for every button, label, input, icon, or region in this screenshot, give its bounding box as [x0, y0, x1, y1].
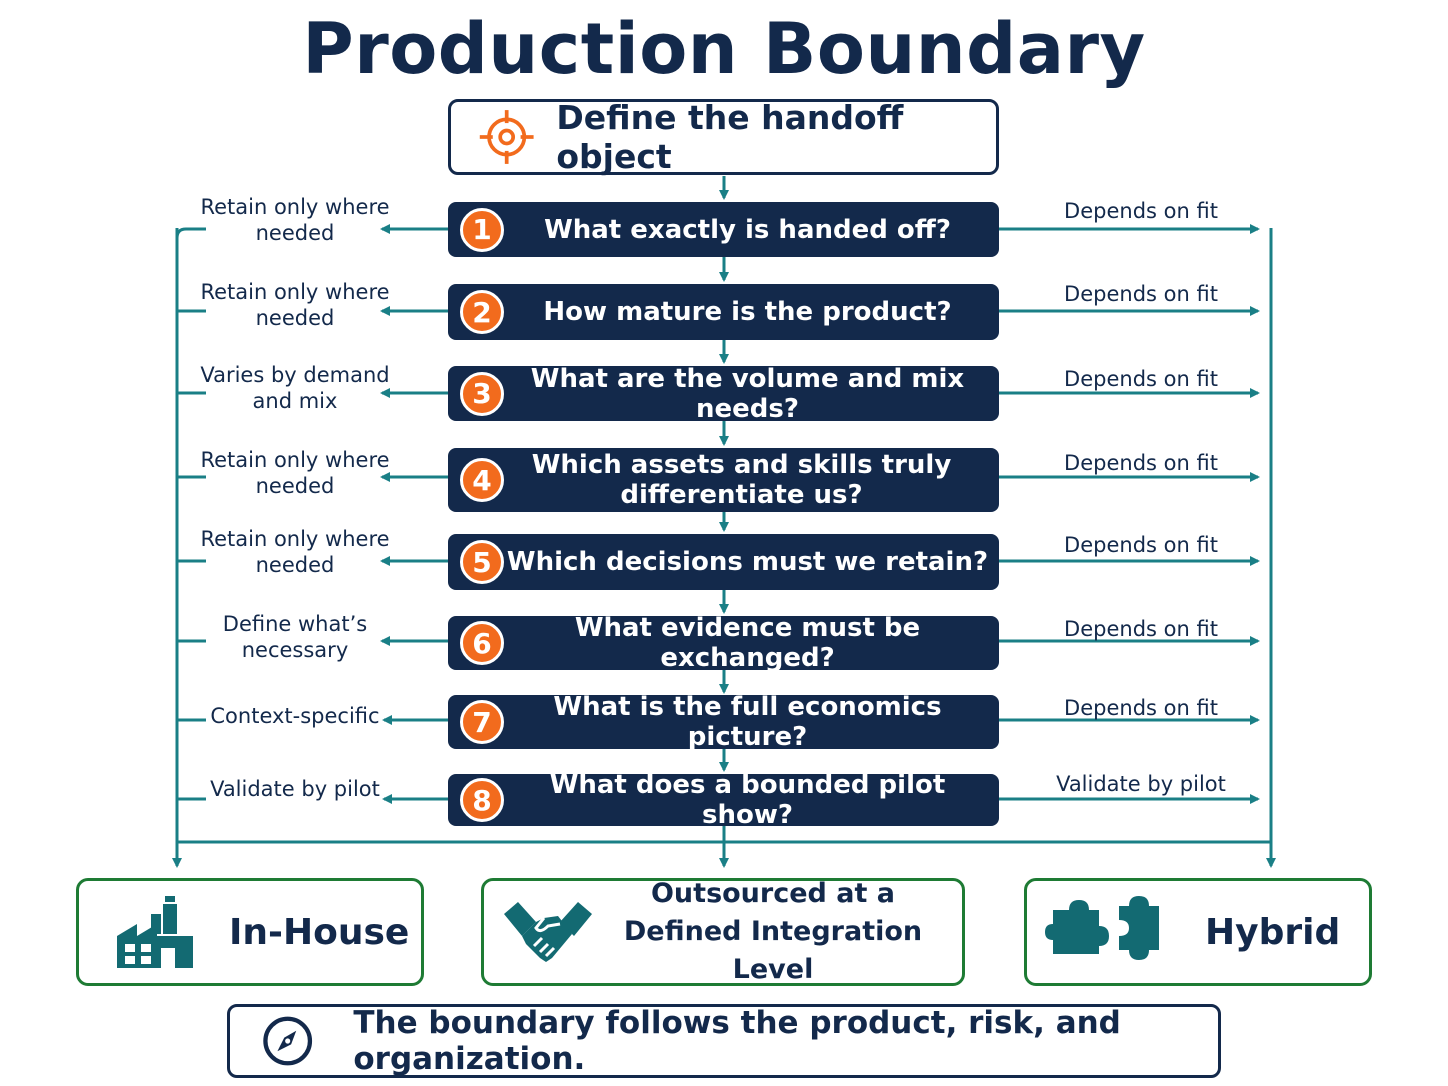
- step-number: 1: [460, 207, 504, 252]
- left-outcome-label-6: Define what’s necessary: [222, 612, 368, 662]
- left-outcome-label-4: Retain only where needed: [200, 448, 390, 498]
- step-number: 2: [460, 290, 504, 334]
- question-text: Which assets and skills truly differenti…: [531, 450, 952, 510]
- step-number: 7: [460, 700, 504, 744]
- step-number: 4: [460, 458, 504, 502]
- question-box-3: 3 What are the volume and mix needs?: [448, 363, 999, 424]
- start-label: Define the handoff object: [556, 98, 904, 176]
- right-outcome-label-6: Depends on fit: [1064, 617, 1218, 641]
- question-box-1: 1 What exactly is handed off?: [448, 202, 999, 257]
- page-title: Production Boundary: [302, 8, 1146, 90]
- question-box-6: 6 What evidence must be exchanged?: [448, 613, 999, 673]
- left-outcome-label-1: Retain only where needed: [200, 195, 390, 245]
- question-box-4: 4 Which assets and skills truly differen…: [448, 448, 999, 512]
- right-outcome-label-8: Validate by pilot: [1056, 772, 1226, 796]
- left-outcome-label-2: Retain only where needed: [200, 280, 390, 330]
- step-number: 5: [460, 540, 504, 584]
- compass-icon: [263, 1016, 313, 1066]
- question-text: What evidence must be exchanged?: [574, 613, 921, 673]
- outcome-outsourced: Outsourced at a Defined Integration Leve…: [481, 878, 965, 986]
- right-outcome-label-4: Depends on fit: [1064, 451, 1218, 475]
- outcome-outsourced-line2: Defined Integration Level: [623, 916, 923, 985]
- footer-statement: The boundary follows the product, risk, …: [227, 1004, 1221, 1078]
- question-box-5: 5 Which decisions must we retain?: [448, 534, 999, 590]
- outcome-hybrid-label: Hybrid: [1205, 911, 1341, 953]
- question-text: What is the full economics picture?: [553, 692, 942, 752]
- left-outcome-label-5: Retain only where needed: [200, 527, 390, 577]
- outcome-outsourced-line1: Outsourced at a: [650, 878, 896, 909]
- step-number: 3: [460, 371, 504, 416]
- left-outcome-label-8: Validate by pilot: [210, 777, 380, 801]
- question-text: What are the volume and mix needs?: [530, 363, 965, 424]
- right-outcome-label-1: Depends on fit: [1064, 199, 1218, 223]
- left-outcome-label-3: Varies by demand and mix: [200, 363, 390, 413]
- outcome-hybrid: Hybrid: [1024, 878, 1372, 986]
- right-outcome-label-3: Depends on fit: [1064, 367, 1218, 391]
- handshake-icon: [504, 902, 592, 962]
- puzzle-icon: [1045, 896, 1159, 960]
- question-box-7: 7 What is the full economics picture?: [448, 692, 999, 752]
- outcome-inhouse-label: In-House: [229, 911, 410, 953]
- outcome-inhouse: In-House: [76, 878, 424, 986]
- factory-icon: [117, 896, 193, 968]
- step-number: 8: [460, 778, 504, 822]
- question-text: Which decisions must we retain?: [506, 547, 989, 577]
- question-text: What exactly is handed off?: [544, 214, 951, 245]
- footer-text: The boundary follows the product, risk, …: [353, 1005, 1121, 1077]
- right-outcome-label-5: Depends on fit: [1064, 533, 1218, 557]
- start-node: Define the handoff object: [448, 98, 999, 176]
- right-outcome-label-7: Depends on fit: [1064, 696, 1218, 720]
- right-outcome-label-2: Depends on fit: [1064, 282, 1218, 306]
- question-box-8: 8 What does a bounded pilot show?: [448, 770, 999, 830]
- question-text: What does a bounded pilot show?: [549, 770, 946, 830]
- target-icon: [479, 110, 534, 164]
- step-number: 6: [460, 621, 504, 665]
- question-text: How mature is the product?: [543, 297, 952, 327]
- left-outcome-label-7: Context-specific: [210, 704, 380, 728]
- question-box-2: 2 How mature is the product?: [448, 284, 999, 340]
